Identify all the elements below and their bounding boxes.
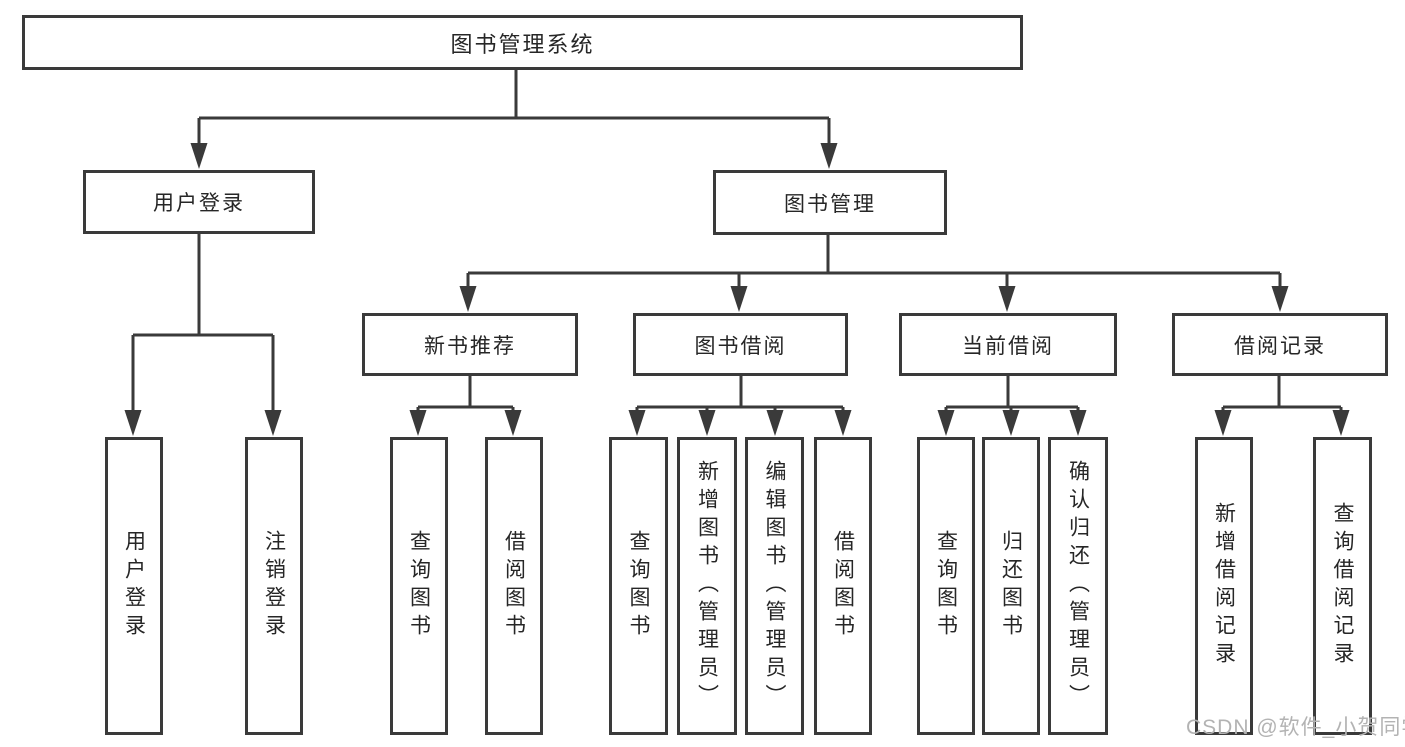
- arrowhead: [409, 410, 427, 436]
- arrowhead: [730, 286, 748, 312]
- node-label: 图书管理: [784, 192, 876, 216]
- arrowhead: [937, 410, 955, 436]
- arrowhead: [698, 410, 716, 436]
- connector-root-to-level2: [197, 69, 831, 150]
- arrowhead: [190, 143, 208, 169]
- node-label: 借阅图书: [502, 530, 526, 642]
- node-current-borrowing: 当前借阅: [899, 313, 1117, 376]
- node-borrowing-records: 借阅记录: [1172, 313, 1388, 376]
- leaf-logout: 注销登录: [245, 437, 303, 735]
- node-label: 确认归还（管理员）: [1066, 460, 1090, 712]
- arrowhead: [459, 286, 477, 312]
- arrowhead: [124, 410, 142, 436]
- node-label: 查询借阅记录: [1331, 502, 1354, 670]
- arrowhead: [628, 410, 646, 436]
- arrowhead: [820, 143, 838, 169]
- node-label: 编辑图书（管理员）: [763, 460, 786, 712]
- node-label: 当前借阅: [962, 334, 1054, 358]
- leaf-borrow-books: 借阅图书: [814, 437, 872, 735]
- node-label: 查询图书: [627, 530, 650, 642]
- leaf-confirm-return-admin: 确认归还（管理员）: [1048, 437, 1108, 735]
- node-label: 查询图书: [934, 530, 958, 642]
- arrowhead: [766, 410, 784, 436]
- node-label: 借阅记录: [1234, 334, 1326, 358]
- arrowhead: [834, 410, 852, 436]
- leaf-borrow-books-recommend: 借阅图书: [485, 437, 543, 735]
- node-label: 新增借阅记录: [1212, 502, 1236, 670]
- arrowhead: [1271, 286, 1289, 312]
- connector-recommend-to-children: [416, 376, 515, 417]
- node-book-management: 图书管理: [713, 170, 947, 235]
- arrowhead: [998, 286, 1016, 312]
- node-label: 图书管理系统: [450, 31, 595, 57]
- node-label: 图书借阅: [694, 334, 787, 358]
- arrowhead: [1069, 410, 1087, 436]
- leaf-return-books: 归还图书: [982, 437, 1040, 735]
- leaf-query-books-borrow: 查询图书: [609, 437, 668, 735]
- leaf-query-books-current: 查询图书: [917, 437, 975, 735]
- leaf-user-login: 用户登录: [105, 437, 163, 735]
- node-new-book-recommendation: 新书推荐: [362, 313, 578, 376]
- arrowhead: [1332, 410, 1350, 436]
- connector-borrow-to-children: [635, 376, 845, 417]
- connector-records-to-children: [1221, 376, 1343, 417]
- node-user-login: 用户登录: [83, 170, 315, 234]
- node-label: 借阅图书: [831, 530, 855, 642]
- node-label: 注销登录: [262, 530, 286, 642]
- arrowhead: [1214, 410, 1232, 436]
- leaf-add-books-admin: 新增图书（管理员）: [677, 437, 737, 735]
- connector-mgmt-to-level3: [466, 235, 1282, 293]
- leaf-add-borrow-record: 新增借阅记录: [1195, 437, 1253, 735]
- leaf-query-books-recommend: 查询图书: [390, 437, 448, 735]
- arrowhead: [264, 410, 282, 436]
- leaf-edit-books-admin: 编辑图书（管理员）: [745, 437, 804, 735]
- node-library-management-system: 图书管理系统: [22, 15, 1023, 70]
- node-label: 用户登录: [153, 192, 245, 215]
- node-label: 用户登录: [122, 530, 146, 642]
- csdn-watermark: CSDN @软件_小贺同学: [1186, 716, 1405, 739]
- leaf-query-borrow-record: 查询借阅记录: [1313, 437, 1372, 735]
- arrowheads: [124, 143, 1350, 436]
- node-label: 新书推荐: [424, 334, 516, 358]
- arrowhead: [1002, 410, 1020, 436]
- node-label: 归还图书: [999, 530, 1023, 642]
- node-label: 新增图书（管理员）: [695, 460, 719, 712]
- arrowhead: [504, 410, 522, 436]
- node-label: 查询图书: [407, 530, 431, 642]
- node-book-borrowing: 图书借阅: [633, 313, 848, 376]
- connector-login-to-children: [131, 234, 275, 417]
